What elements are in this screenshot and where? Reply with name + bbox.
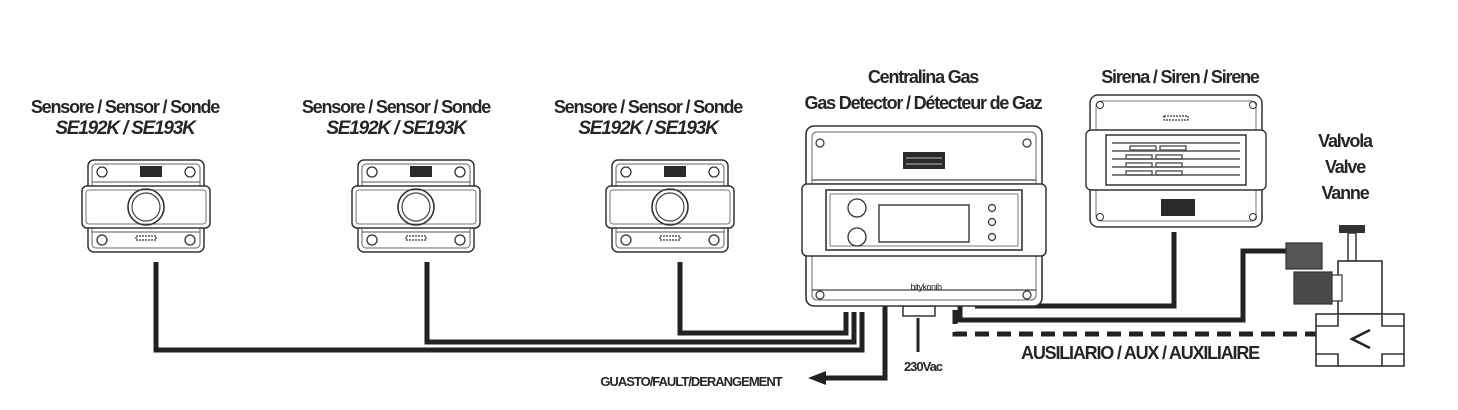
sensor-title: Sensore / Sensor / Sonde <box>30 97 220 117</box>
aux-label: AUSILIARIO / AUX / AUXILIAIRE <box>1021 343 1260 363</box>
fault-label: GUASTO/FAULT/DERANGEMENT <box>600 374 782 389</box>
sensor-device-1 <box>81 159 211 253</box>
siren-title: Sirena / Siren / Sirene <box>1101 67 1260 87</box>
panel-subtitle: Gas Detector / Détecteur de Gaz <box>804 93 1043 113</box>
wire-siren <box>975 232 1177 309</box>
sensor-device-3 <box>605 159 735 253</box>
sensor-model: SE192K / SE193K <box>578 118 719 139</box>
valve-device <box>1285 225 1405 367</box>
sensor-model: SE192K / SE193K <box>326 118 467 139</box>
panel-brand: bitykonib <box>910 282 942 292</box>
sensor-title: Sensore / Sensor / Sonde <box>553 97 743 117</box>
wire-sensor-2 <box>424 262 857 345</box>
valve-line-3: Vanne <box>1321 183 1369 203</box>
wire-valve <box>957 248 1287 323</box>
gas-detector-device <box>801 125 1047 307</box>
wire-fault <box>818 306 888 381</box>
sensor-device-2 <box>351 159 481 253</box>
panel-label: Centralina Gas Gas Detector / Détecteur … <box>786 64 1060 116</box>
wire-sensor-3 <box>677 262 849 336</box>
power-label: 230Vac <box>903 359 943 374</box>
sensor-model: SE192K / SE193K <box>55 118 196 139</box>
wire-aux-dashed <box>952 310 1316 337</box>
sensor-label-3: Sensore / Sensor / Sonde SE192K / SE193K <box>542 96 754 140</box>
sensor-label-1: Sensore / Sensor / Sonde SE192K / SE193K <box>20 96 230 140</box>
valve-label: Valvola Valve Vanne <box>1300 128 1390 206</box>
wire-sensor-1 <box>153 262 865 353</box>
sensor-label-2: Sensore / Sensor / Sonde SE192K / SE193K <box>290 96 502 140</box>
fault-arrow-icon <box>808 371 826 385</box>
sensor-title: Sensore / Sensor / Sonde <box>301 97 491 117</box>
panel-title: Centralina Gas <box>867 67 979 87</box>
siren-device <box>1085 94 1267 228</box>
valve-line-2: Valve <box>1324 157 1366 177</box>
valve-line-1: Valvola <box>1318 131 1373 151</box>
